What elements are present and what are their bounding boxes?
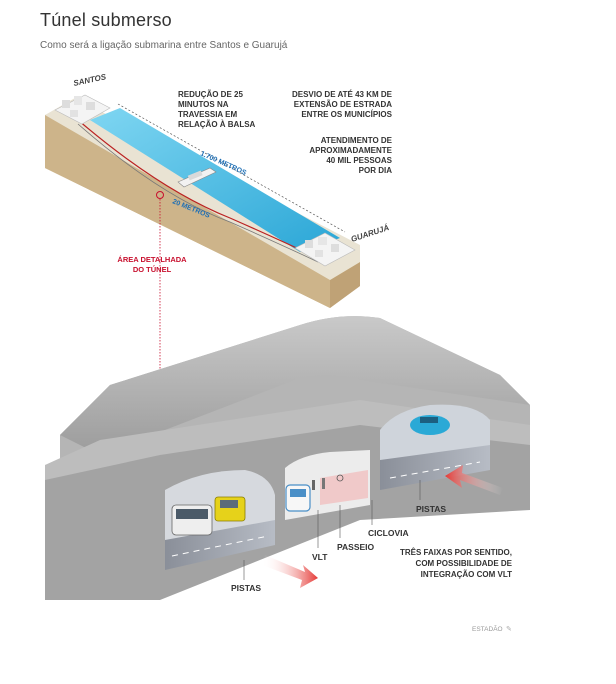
truck-icon bbox=[214, 496, 246, 522]
fact-ferry-time: REDUÇÃO DE 25 MINUTOS NA TRAVESSIA EM RE… bbox=[178, 90, 256, 129]
svg-text:TRÊS FAIXAS POR SENTIDO,: TRÊS FAIXAS POR SENTIDO, bbox=[400, 548, 512, 557]
fact-line: APROXIMADAMENTE bbox=[309, 146, 392, 155]
water-channel bbox=[90, 108, 340, 252]
ferry-icon bbox=[177, 167, 217, 188]
fact-line: RELAÇÃO À BALSA bbox=[178, 120, 256, 129]
credit-logo-icon: ✎ bbox=[506, 626, 512, 633]
santos-buildings bbox=[54, 94, 111, 125]
label-pistas-left: PISTAS bbox=[231, 583, 261, 593]
page-subtitle: Como será a ligação submarina entre Sant… bbox=[40, 40, 288, 51]
tunnel-line bbox=[77, 119, 319, 259]
fact-line: POR DIA bbox=[359, 166, 393, 175]
svg-text:COM POSSIBILIDADE DE: COM POSSIBILIDADE DE bbox=[416, 559, 513, 568]
fact-line: ENTRE OS MUNICÍPIOS bbox=[301, 110, 392, 119]
fact-people: ATENDIMENTO DE APROXIMADAMENTE 40 MIL PE… bbox=[309, 136, 392, 175]
guaruja-buildings bbox=[294, 232, 356, 267]
label-vlt: VLT bbox=[312, 552, 328, 562]
fact-line: REDUÇÃO DE 25 bbox=[178, 90, 243, 99]
terrain-block bbox=[45, 94, 360, 308]
traffic-arrow-left bbox=[445, 465, 503, 495]
credit: ESTADÃO bbox=[472, 624, 503, 633]
fact-line: MINUTOS NA bbox=[178, 100, 229, 109]
svg-text:ÁREA DETALHADA: ÁREA DETALHADA bbox=[117, 255, 187, 264]
page-title: Túnel submerso bbox=[40, 10, 172, 30]
city-santos: SANTOS bbox=[73, 72, 108, 88]
fact-line: 40 MIL PESSOAS bbox=[326, 156, 392, 165]
lanes-note: TRÊS FAIXAS POR SENTIDO, COM POSSIBILIDA… bbox=[400, 548, 513, 579]
car-icon bbox=[410, 415, 450, 435]
svg-text:DO TÚNEL: DO TÚNEL bbox=[133, 265, 172, 274]
label-ciclovia: CICLOVIA bbox=[368, 528, 409, 538]
traffic-arrow-right bbox=[262, 555, 318, 588]
fact-line: ATENDIMENTO DE bbox=[321, 136, 393, 145]
vlt-train-icon bbox=[285, 484, 311, 512]
detail-area-label: ÁREA DETALHADA DO TÚNEL bbox=[117, 255, 187, 274]
fact-detour: DESVIO DE ATÉ 43 KM DE EXTENSÃO DE ESTRA… bbox=[292, 90, 393, 119]
fact-line: EXTENSÃO DE ESTRADA bbox=[294, 100, 392, 109]
label-pistas-right: PISTAS bbox=[416, 504, 446, 514]
tunnel-cross-section bbox=[45, 316, 530, 600]
fact-line: TRAVESSIA EM bbox=[178, 110, 237, 119]
bus-icon bbox=[171, 504, 213, 536]
pedestrian-icons bbox=[312, 474, 344, 490]
label-passeio: PASSEIO bbox=[337, 542, 375, 552]
svg-text:INTEGRAÇÃO COM VLT: INTEGRAÇÃO COM VLT bbox=[421, 570, 513, 579]
detail-marker bbox=[156, 191, 164, 199]
fact-line: DESVIO DE ATÉ 43 KM DE bbox=[292, 90, 393, 99]
city-guaruja: GUARUJÁ bbox=[350, 223, 391, 244]
